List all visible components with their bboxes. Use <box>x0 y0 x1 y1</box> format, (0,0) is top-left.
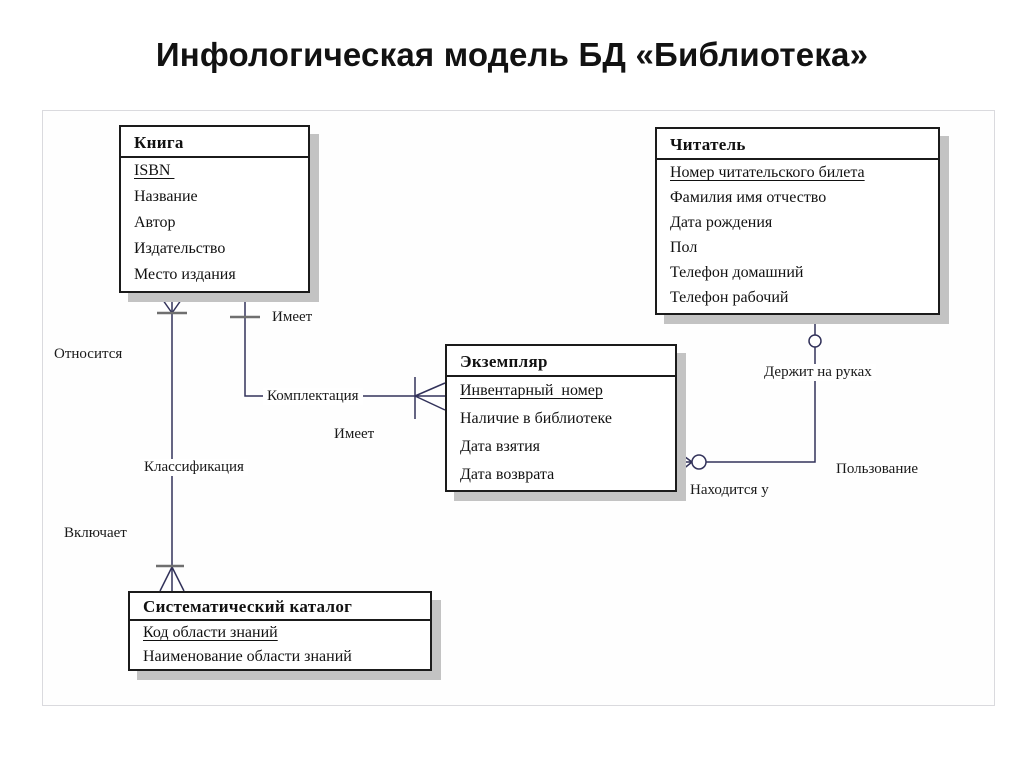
attr-ekzemplyar-inventarnyy-nomer: Инвентарный номер <box>460 382 603 399</box>
attr-chitatel-data-rozhdeniya: Дата рождения <box>670 214 773 231</box>
entity-chitatel-title: Читатель <box>657 129 938 160</box>
role-label-imeet-bottom: Имеет <box>334 426 375 442</box>
role-label-vklyuchaet: Включает <box>64 525 127 541</box>
entity-ekzemplyar: Экземпляр Инвентарный номер Наличие в би… <box>445 344 677 492</box>
attr-katalog-kod-oblasti: Код области знаний <box>143 624 278 641</box>
role-label-otnositsya: Относится <box>54 346 123 362</box>
attr-katalog-naimenovanie-oblasti: Наименование области знаний <box>143 648 352 665</box>
attr-kniga-mesto-izdaniya: Место издания <box>134 266 236 283</box>
role-label-nahoditsya-u: Находится у <box>690 482 769 498</box>
attr-ekzemplyar-nalichie: Наличие в библиотеке <box>460 410 612 427</box>
attr-ekzemplyar-data-vozvrata: Дата возврата <box>460 466 555 483</box>
entity-katalog: Систематический каталог Код области знан… <box>128 591 432 671</box>
attr-chitatel-telefon-domashniy: Телефон домашний <box>670 264 804 281</box>
attr-chitatel-pol: Пол <box>670 239 698 256</box>
attr-chitatel-nomer-bileta: Номер читательского билета <box>670 164 865 181</box>
role-label-derzhit-na-rukah: Держит на руках <box>760 364 876 381</box>
entity-chitatel: Читатель Номер читательского билета Фами… <box>655 127 940 315</box>
attr-kniga-nazvanie: Название <box>134 188 198 205</box>
attr-chitatel-telefon-rabochiy: Телефон рабочий <box>670 289 789 306</box>
attr-kniga-avtor: Автор <box>134 214 176 231</box>
page-title: Инфологическая модель БД «Библиотека» <box>155 36 869 73</box>
entity-katalog-title: Систематический каталог <box>130 593 430 621</box>
relationship-label-klassifikaciya: Классификация <box>140 459 248 476</box>
relationship-label-polzovanie: Пользование <box>836 461 919 477</box>
role-label-imeet-top: Имеет <box>272 309 313 325</box>
entity-kniga: Книга ISBN Название Автор Издательство М… <box>119 125 310 293</box>
relationship-label-komplektaciya: Комплектация <box>263 388 363 405</box>
attr-chitatel-fio: Фамилия имя отчество <box>670 189 827 206</box>
attr-ekzemplyar-data-vzyatiya: Дата взятия <box>460 438 541 455</box>
attr-kniga-izdatelstvo: Издательство <box>134 240 226 257</box>
entity-kniga-title: Книга <box>121 127 308 158</box>
attr-kniga-isbn: ISBN <box>134 162 175 179</box>
entity-ekzemplyar-title: Экземпляр <box>447 346 675 377</box>
